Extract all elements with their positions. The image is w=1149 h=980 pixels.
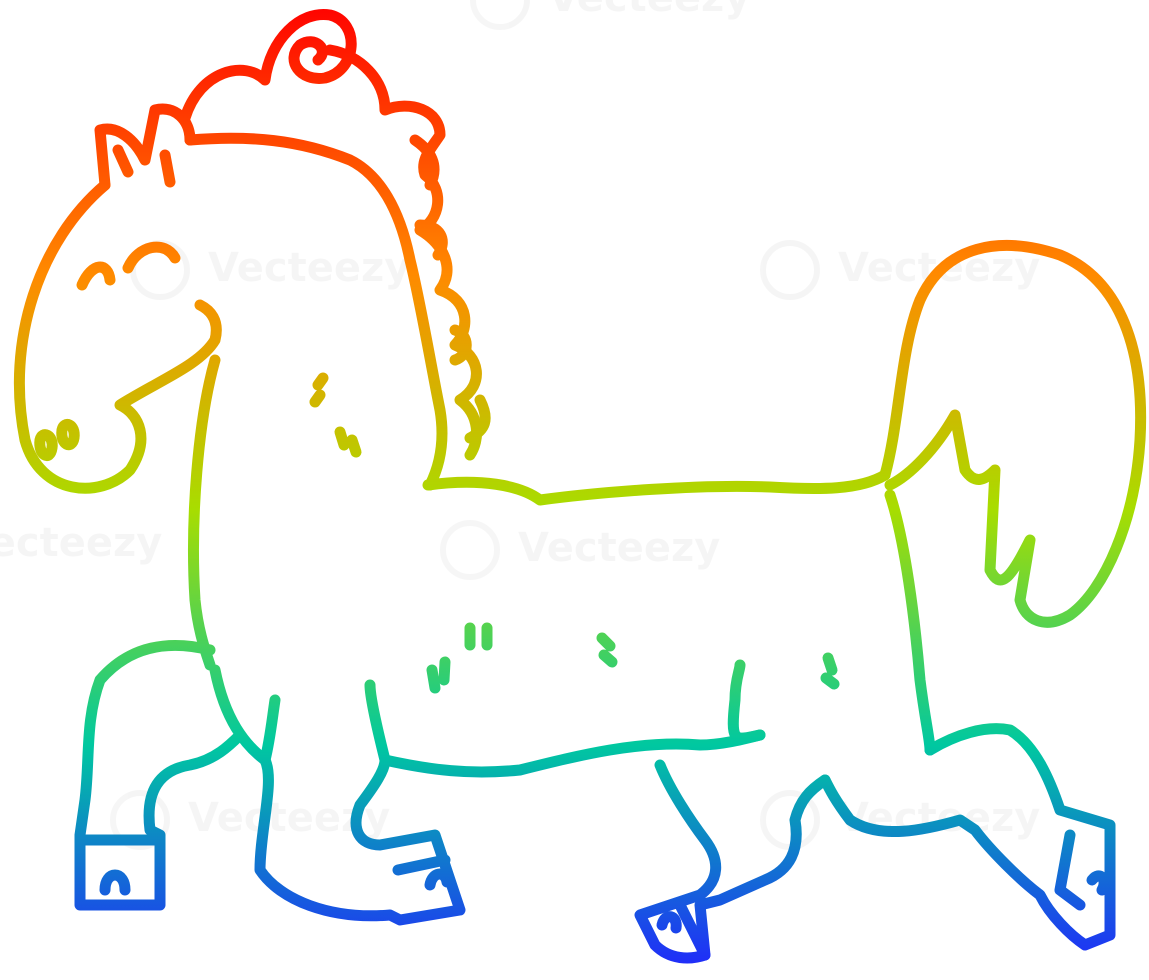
tail: [879, 240, 1147, 628]
ear-inner: [112, 144, 176, 188]
fur-dash: [309, 372, 329, 408]
rear: [884, 489, 936, 756]
mane-right-detail: [409, 134, 491, 444]
nostril-right: [56, 419, 80, 451]
fur-dash: [820, 652, 840, 690]
belly: [379, 729, 766, 778]
neck-front: [188, 354, 221, 671]
front-hoof-right: [392, 854, 453, 891]
fur-dash: [464, 622, 493, 651]
hind-hoof-back: [1054, 829, 1110, 911]
eye-left: [76, 261, 116, 291]
fur-dash: [426, 656, 451, 694]
nostril-left: [34, 429, 58, 462]
knee-left: [259, 694, 281, 766]
fur-dash: [596, 632, 618, 668]
hind-leg-back: [819, 723, 1116, 951]
front-leg-right: [209, 664, 466, 926]
hind-hoof-front: [656, 899, 711, 961]
front-hoof-left: [79, 834, 164, 896]
hind-leg-front: [634, 659, 831, 964]
neck-back: [184, 132, 448, 491]
mane-top-curl: [179, 8, 357, 124]
front-leg-left: [74, 640, 246, 911]
back-line: [422, 469, 891, 506]
ears: [94, 103, 196, 191]
fur-dash: [334, 426, 362, 458]
head-outline: [13, 179, 222, 494]
eye-right: [122, 241, 181, 274]
